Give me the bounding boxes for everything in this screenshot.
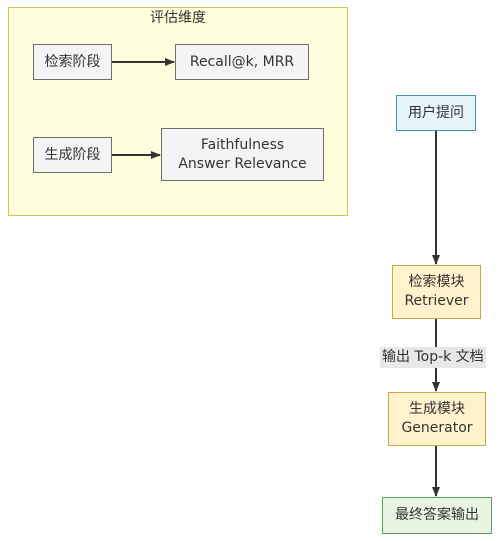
edge-label-topk-docs: 输出 Top-k 文档: [380, 347, 486, 368]
generator-module-node: 生成模块 Generator: [388, 392, 486, 446]
final-output-node: 最终答案输出: [382, 497, 492, 534]
user-question-label: 用户提问: [408, 104, 464, 121]
eval-dimensions-group: [8, 7, 348, 216]
retrieval-metrics-label: Recall@k, MRR: [189, 53, 295, 70]
generation-metric-answer-relevance: Answer Relevance: [178, 155, 307, 172]
final-output-label: 最终答案输出: [395, 507, 479, 523]
generation-stage-label: 生成阶段: [44, 146, 101, 163]
retrieval-stage-node: 检索阶段: [33, 44, 112, 80]
retrieval-metrics-node: Recall@k, MRR: [175, 44, 309, 80]
eval-dimensions-title: 评估维度: [150, 10, 206, 26]
retrieval-stage-label: 检索阶段: [44, 53, 101, 70]
generation-metric-faithfulness: Faithfulness: [200, 136, 285, 153]
generator-module-label-cn: 生成模块: [409, 401, 465, 417]
generator-module-label-en: Generator: [401, 420, 473, 436]
retriever-module-node: 检索模块 Retriever: [392, 265, 481, 319]
retriever-module-label-en: Retriever: [404, 293, 469, 309]
generation-metrics-node: Faithfulness Answer Relevance: [161, 128, 324, 181]
generation-stage-node: 生成阶段: [33, 137, 112, 173]
user-question-node: 用户提问: [396, 95, 476, 131]
retriever-module-label-cn: 检索模块: [408, 274, 465, 290]
